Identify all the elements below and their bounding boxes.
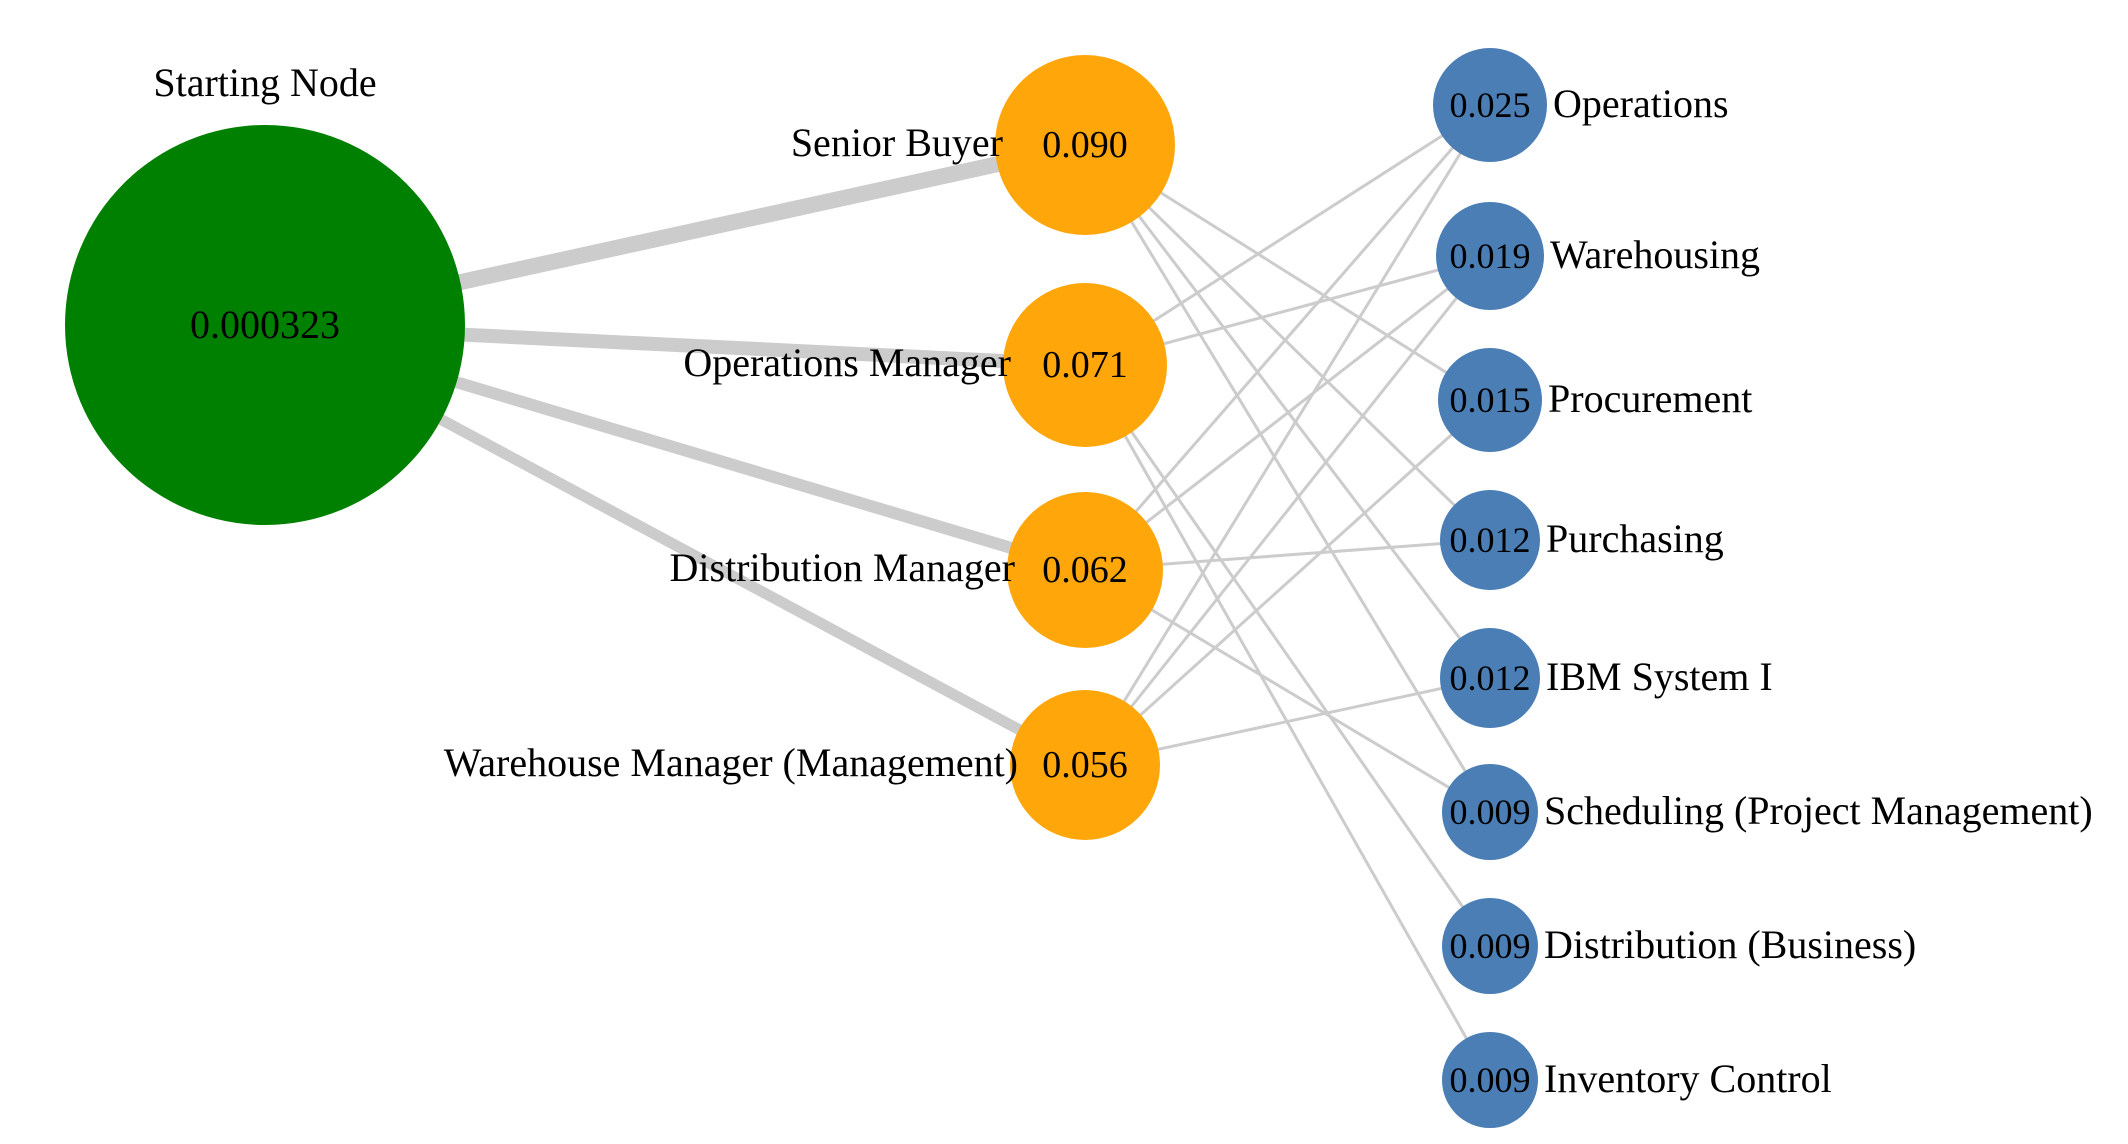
edge-distribution-manager-to-scheduling (1149, 607, 1452, 790)
level2-node-procurement[interactable]: 0.015 (1438, 348, 1542, 452)
level2-label-scheduling: Scheduling (Project Management) (1544, 788, 2093, 833)
level2-label-operations: Operations (1553, 81, 1729, 126)
level2-label-procurement: Procurement (1548, 376, 1753, 421)
level2-label-distribution-business: Distribution (Business) (1544, 922, 1917, 967)
level2-node-scheduling[interactable]: 0.009 (1442, 764, 1538, 860)
level2-node-value: 0.009 (1449, 792, 1531, 832)
edge-distribution-manager-to-operations (1133, 145, 1456, 514)
edge-start-to-warehouse-manager (436, 413, 1024, 736)
edge-warehouse-manager-to-ibm-system-i (1156, 686, 1444, 752)
edge-distribution-manager-to-purchasing (1160, 542, 1443, 566)
level2-label-ibm-system-i: IBM System I (1546, 654, 1773, 699)
edge-start-to-distribution-manager (452, 375, 1014, 554)
edge-start-to-senior-buyer (456, 156, 1001, 291)
level1-node-distribution-manager[interactable]: 0.062 (1007, 492, 1163, 648)
level1-label-senior-buyer: Senior Buyer (790, 120, 1003, 165)
level2-node-operations[interactable]: 0.025 (1433, 48, 1547, 162)
edge-warehouse-manager-to-procurement (1138, 432, 1454, 718)
level2-node-value: 0.015 (1449, 380, 1531, 420)
level2-node-value: 0.009 (1449, 1060, 1531, 1100)
level2-node-purchasing[interactable]: 0.012 (1440, 490, 1540, 590)
level1-node-value: 0.090 (1042, 124, 1128, 166)
edge-warehouse-manager-to-operations (1121, 151, 1463, 704)
level1-node-value: 0.071 (1042, 344, 1128, 386)
edge-senior-buyer-to-purchasing (1146, 205, 1457, 508)
level2-label-inventory-control: Inventory Control (1544, 1056, 1832, 1101)
level2-label-warehousing: Warehousing (1550, 232, 1761, 277)
edge-distribution-manager-to-warehousing (1144, 286, 1450, 525)
edge-senior-buyer-to-ibm-system-i (1137, 214, 1463, 641)
level1-label-distribution-manager: Distribution Manager (669, 545, 1016, 590)
start-node-value: 0.000323 (190, 302, 340, 347)
edge-operations-manager-to-inventory-control (1123, 433, 1469, 1041)
level2-node-inventory-control[interactable]: 0.009 (1442, 1032, 1538, 1128)
level2-node-value: 0.012 (1449, 658, 1531, 698)
edge-operations-manager-to-distribution-business (1129, 429, 1465, 910)
edge-senior-buyer-to-procurement (1158, 190, 1449, 375)
level1-node-value: 0.062 (1042, 549, 1128, 591)
start-node-caption: Starting Node (153, 60, 377, 105)
level1-label-operations-manager: Operations Manager (683, 340, 1011, 385)
edge-operations-manager-to-operations (1151, 133, 1445, 324)
level2-node-ibm-system-i[interactable]: 0.012 (1440, 628, 1540, 728)
level2-node-value: 0.012 (1449, 520, 1531, 560)
edge-start-to-operations-manager (462, 327, 1006, 369)
edge-operations-manager-to-warehousing (1161, 268, 1441, 346)
edge-warehouse-manager-to-warehousing (1129, 295, 1459, 709)
level1-node-value: 0.056 (1042, 744, 1128, 786)
level2-label-purchasing: Purchasing (1546, 516, 1724, 561)
level1-node-warehouse-manager[interactable]: 0.056 (1010, 690, 1160, 840)
start-node[interactable]: 0.000323 (65, 125, 465, 525)
level1-label-warehouse-manager: Warehouse Manager (Management) (443, 740, 1018, 785)
level2-node-value: 0.025 (1449, 85, 1531, 125)
level1-node-senior-buyer[interactable]: 0.090 (995, 55, 1175, 235)
level2-node-distribution-business[interactable]: 0.009 (1442, 898, 1538, 994)
level2-node-value: 0.009 (1449, 926, 1531, 966)
level1-node-operations-manager[interactable]: 0.071 (1003, 283, 1167, 447)
level2-node-warehousing[interactable]: 0.019 (1436, 202, 1544, 310)
level2-node-value: 0.019 (1449, 236, 1531, 276)
